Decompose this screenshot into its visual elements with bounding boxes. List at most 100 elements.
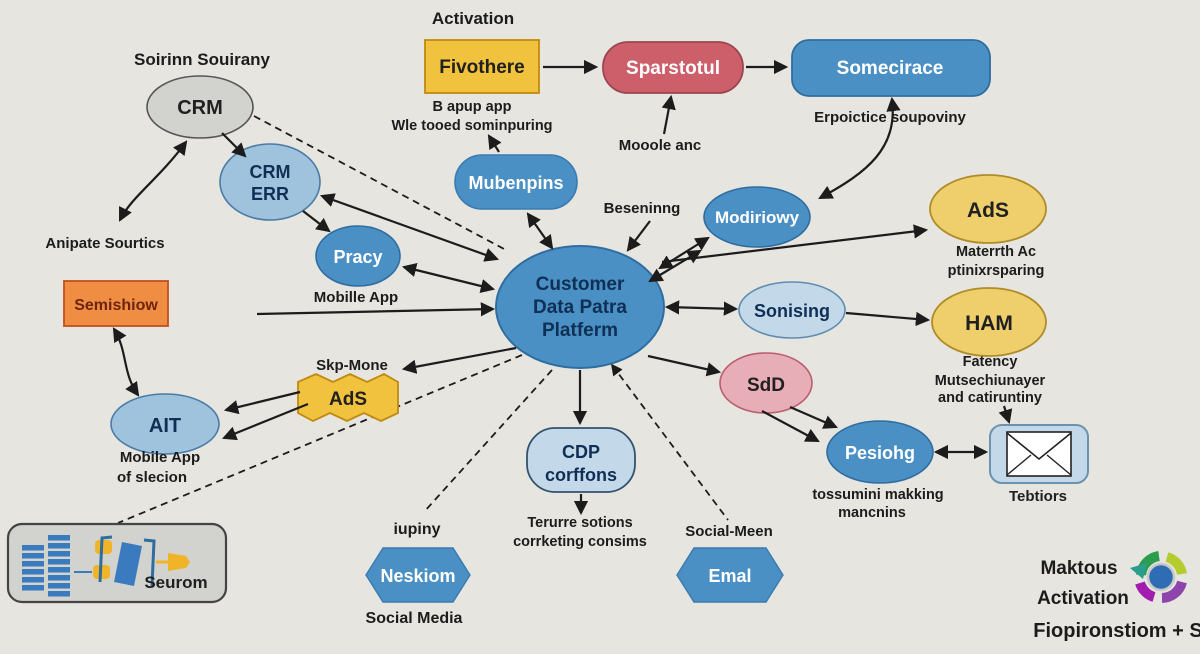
arrow-sonising-ham	[845, 311, 931, 327]
somecirace-shape	[791, 39, 991, 97]
node-sdd: SdD	[719, 352, 813, 414]
node-pracy: Pracy	[315, 225, 401, 287]
node-tebtiors: Tebtiors	[989, 424, 1089, 505]
neskiom-caption-bottom: Social Media	[366, 610, 463, 627]
arrow-sdd-pesiohg-1	[789, 405, 838, 429]
cdp-caption-line1: Terurre sotions	[527, 515, 632, 531]
pesiohg-label: Pesiohg	[845, 443, 915, 463]
node-somecirace: Somecirace	[791, 39, 991, 97]
pesiohg-caption-line1: tossumini makking	[812, 487, 943, 503]
ads-left-shape	[297, 372, 399, 423]
pracy-label: Pracy	[333, 247, 382, 267]
cdp-label-line2: corffons	[545, 465, 617, 485]
mubenpins-label: Mubenpins	[469, 173, 564, 193]
node-emal: Emal	[676, 547, 784, 603]
ait-label: AIT	[149, 415, 181, 437]
pesiohg-shape	[826, 420, 934, 484]
node-sparstotul: Sparstotul	[602, 41, 744, 94]
fivothere-shape	[424, 39, 540, 94]
arrow-center-skpmone	[401, 346, 517, 374]
transform-icon	[93, 535, 190, 587]
arrow-mooole-up	[661, 94, 676, 135]
anipate-label: Anipate Sourtics	[45, 235, 164, 252]
ham-caption-line3: and catiruntiny	[938, 390, 1042, 406]
arrow-somecirace-modiriowy	[818, 96, 901, 200]
node-seurom: Seurom	[6, 522, 228, 604]
ham-caption-line2: Mutsechiunayer	[935, 373, 1046, 389]
cdp-caption-line2: corrketing consims	[513, 534, 647, 550]
somecirace-caption: Erpoictice soupoviny	[814, 109, 966, 126]
ait-shape	[110, 393, 220, 455]
ham-caption-line1: Fatency	[963, 354, 1018, 370]
arrow-ham-caption-tebtiors	[998, 405, 1013, 425]
node-crm-err: CRM ERR	[219, 143, 321, 221]
ait-caption-line2: of slecion	[117, 469, 187, 486]
dashed-center-to-seurom	[117, 354, 523, 524]
modiriowy-shape	[703, 186, 811, 248]
fivothere-caption-line1: B apup app	[433, 99, 512, 115]
neskiom-shape	[365, 547, 471, 603]
semishiow-label: Semishiow	[74, 297, 158, 314]
fivothere-caption-line2: Wle tooed sominpuring	[391, 118, 552, 134]
node-crm: CRM	[146, 75, 254, 139]
node-cdp-corffons: CDP corffons	[526, 427, 636, 493]
activation-cycle-icon	[1130, 551, 1187, 603]
ads-right-caption-line1: Materrth Ac	[956, 244, 1036, 260]
neskiom-label: Neskiom	[380, 566, 455, 586]
neskiom-caption-top: iupiny	[393, 521, 440, 538]
ham-shape	[931, 287, 1047, 357]
crm-shape	[146, 75, 254, 139]
arrow-left-to-center	[256, 302, 496, 317]
seurom-label: Seurom	[144, 573, 207, 592]
dashed-center-to-social-meen	[610, 363, 729, 521]
dashed-center-to-iupiny	[423, 369, 553, 513]
center-shape	[495, 245, 665, 369]
fivothere-label: Fivothere	[439, 57, 525, 78]
center-label-line1: Customer	[536, 274, 625, 295]
database-bars-icon	[22, 535, 70, 597]
arrow-beseninng-center	[626, 220, 651, 252]
arrow-center-modiriowy-2	[648, 249, 702, 283]
cdp-label-line1: CDP	[562, 442, 600, 462]
center-label-line3: Platferm	[542, 320, 618, 341]
arrow-mubenpins-center	[526, 212, 554, 250]
arrow-crm-to-crmerr	[221, 132, 247, 158]
arrow-center-ads-right	[661, 224, 929, 264]
node-fivothere: Fivothere	[424, 39, 540, 94]
dashed-connectors	[117, 115, 729, 524]
ads-right-label: AdS	[967, 199, 1009, 222]
node-sonising: Sonising	[738, 281, 846, 339]
node-center-platform: Customer Data Patra Platferm	[495, 245, 665, 369]
tebtiors-label: Tebtiors	[1009, 488, 1067, 505]
footer-branding: Maktous Activation Fiopironstiom + S	[1033, 551, 1200, 642]
emal-shape	[676, 547, 784, 603]
ait-caption-line1: Mobile App	[120, 449, 200, 466]
node-semishiow: Semishiow	[63, 280, 169, 327]
pesiohg-caption-line2: mancnins	[838, 505, 906, 521]
crm-err-shape	[219, 143, 321, 221]
arrow-pracy-center	[401, 262, 496, 294]
arrow-crm-anipate	[119, 140, 188, 222]
sonising-label: Sonising	[754, 301, 830, 321]
ads-left-caption: Skp-Mone	[316, 357, 388, 374]
crm-err-label-line1: CRM	[250, 162, 291, 182]
arrow-adsleft-ait-2	[222, 402, 309, 441]
crm-label: CRM	[177, 97, 223, 119]
node-ads-left: AdS	[297, 372, 399, 423]
arrow-crmerr-center	[319, 193, 500, 262]
arrow-mubenpins-up	[487, 134, 502, 153]
footer-line3: Fiopironstiom + S	[1033, 620, 1200, 642]
arrow-sdd-pesiohg-2	[761, 410, 820, 443]
crm-err-label-line2: ERR	[251, 184, 289, 204]
sparstotul-shape	[602, 41, 744, 94]
sdd-label: SdD	[747, 375, 785, 396]
cdp-shape	[526, 427, 636, 493]
node-mubenpins: Mubenpins	[454, 154, 578, 210]
sonising-shape	[738, 281, 846, 339]
footer-line2: Activation	[1037, 588, 1129, 609]
ads-left-label: AdS	[329, 389, 367, 410]
ads-right-caption-line2: ptinixrsparing	[948, 263, 1045, 279]
center-label-line2: Data Patra	[533, 297, 627, 318]
arrow-center-sdd	[647, 354, 722, 377]
